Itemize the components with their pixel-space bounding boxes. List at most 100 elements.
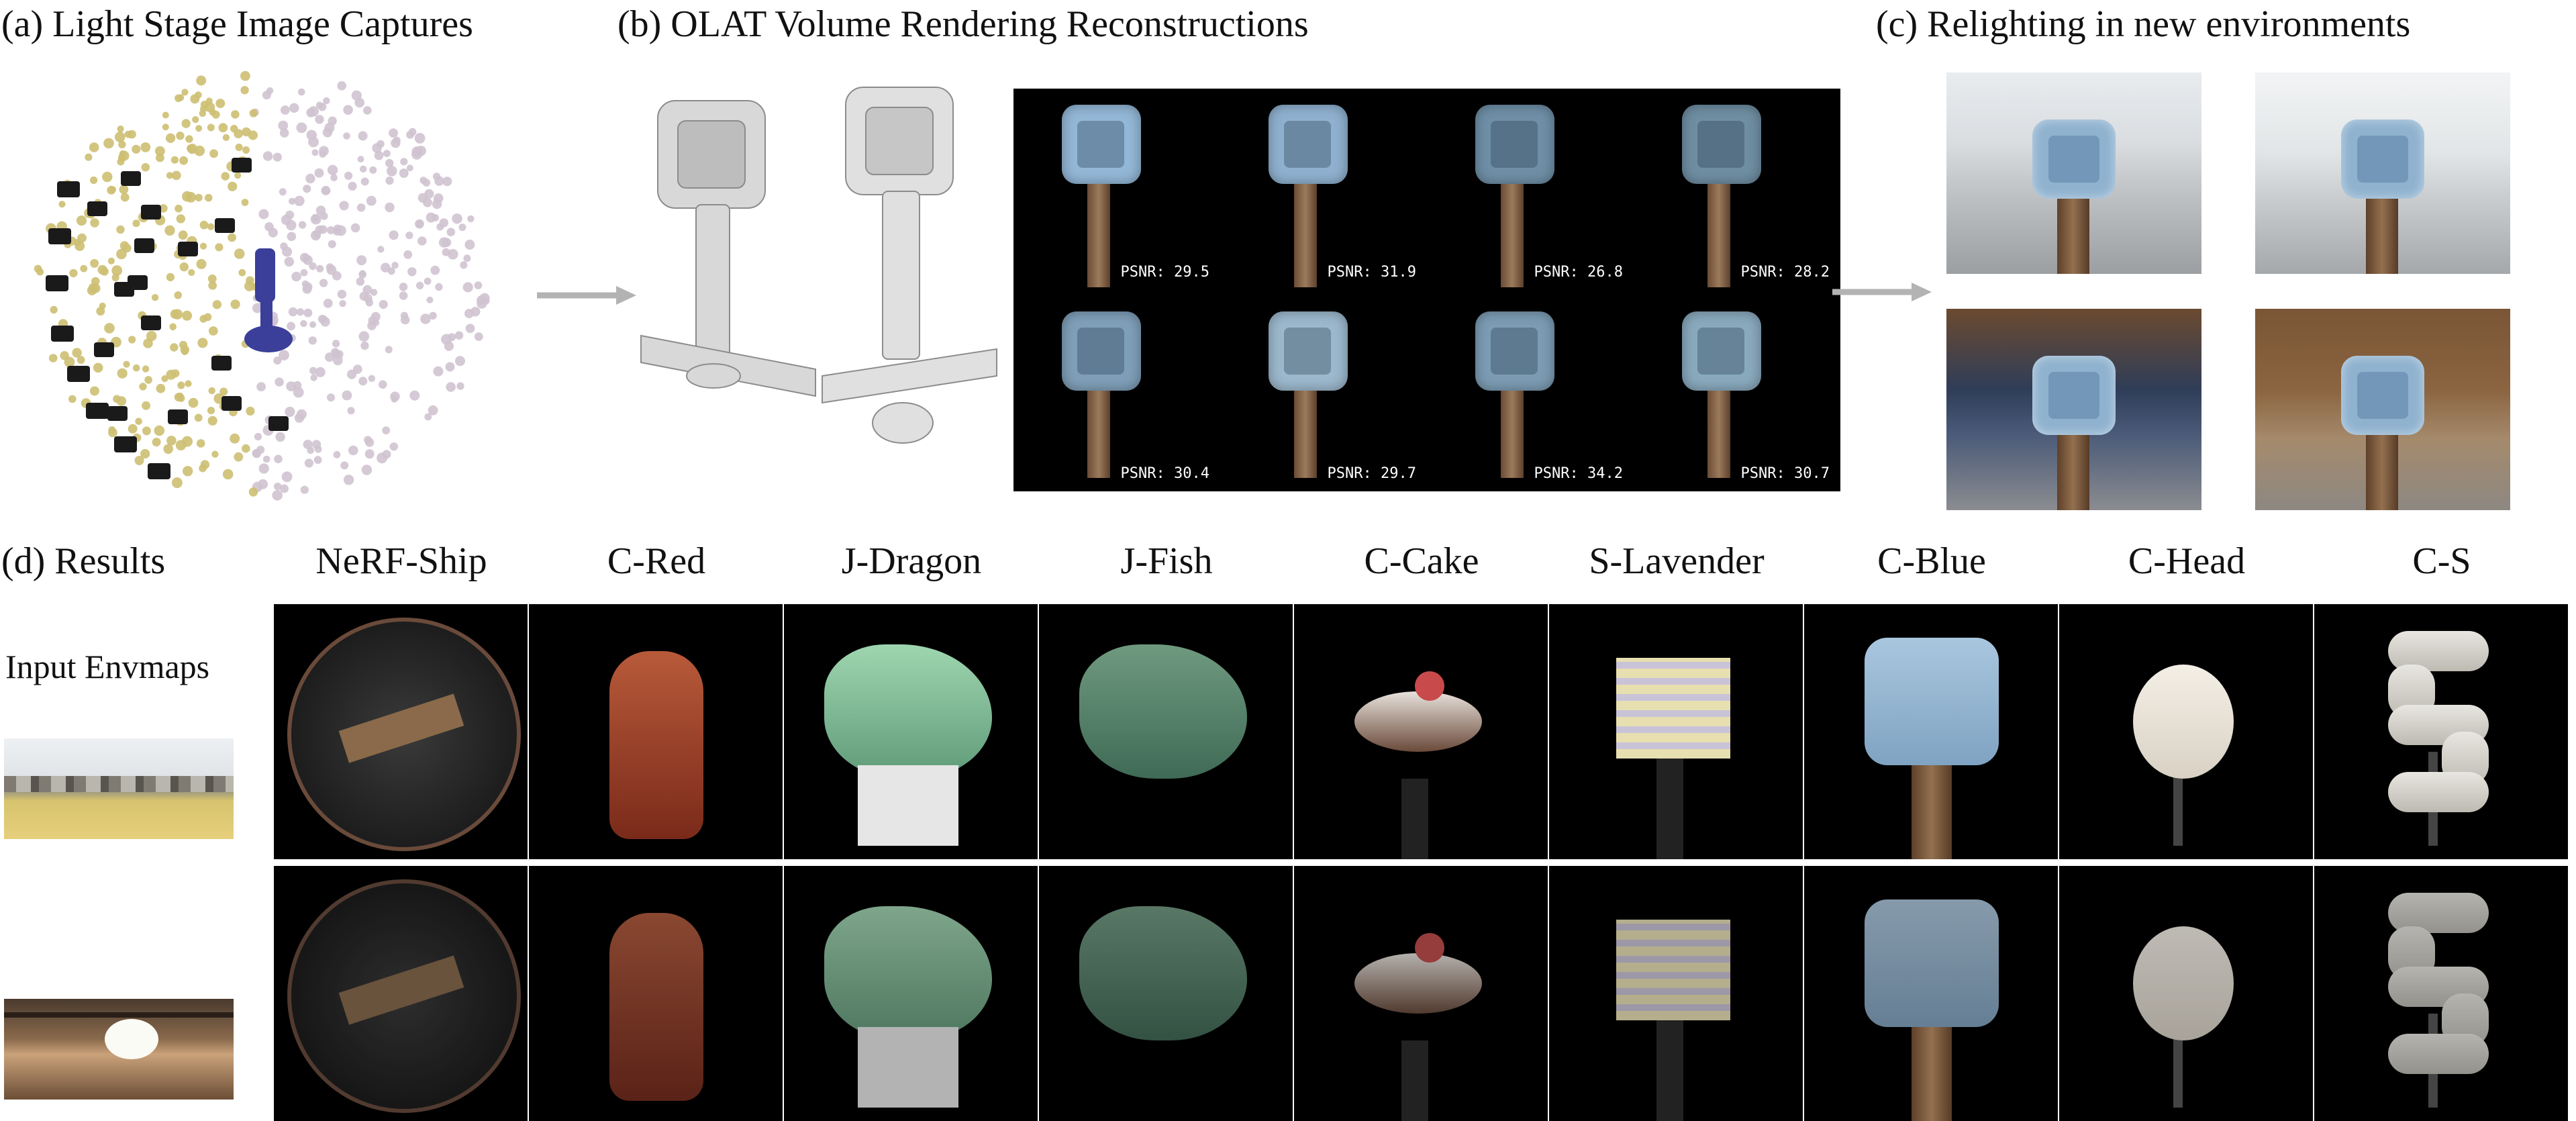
dome-light-dot	[286, 220, 297, 231]
dome-light-dot	[256, 382, 266, 391]
dome-light-dot	[128, 424, 138, 434]
result-render	[1039, 866, 1293, 1121]
dome-light-dot	[407, 267, 417, 277]
dome-light-dot	[474, 332, 483, 341]
dome-light-dot	[240, 70, 250, 81]
dome-light-dot	[207, 223, 215, 230]
dome-light-dot	[399, 283, 408, 291]
dome-light-dot	[358, 271, 366, 279]
dome-light-dot	[296, 308, 304, 316]
dome-light-dot	[347, 407, 355, 415]
dome-light-dot	[366, 195, 377, 206]
mesh-reconstructions	[640, 87, 997, 444]
dome-light-dot	[262, 455, 270, 463]
dome-light-dot	[230, 299, 240, 309]
dome-light-dot	[185, 192, 197, 203]
dome-light-dot	[360, 341, 369, 350]
dome-light-dot	[142, 401, 151, 410]
dome-light-dot	[195, 125, 203, 132]
dome-light-dot	[151, 294, 159, 301]
result-render	[1294, 604, 1548, 859]
dome-light-dot	[317, 315, 327, 324]
dome-light-dot	[211, 110, 220, 119]
dome-light-dot	[91, 277, 100, 286]
dome-light-dot	[266, 87, 274, 95]
result-render	[784, 604, 1038, 859]
dome-light-dot	[409, 390, 420, 401]
dome-light-dot	[348, 181, 357, 191]
dome-light-dot	[332, 271, 342, 281]
dome-light-dot	[391, 262, 399, 269]
dome-light-dot	[209, 149, 218, 158]
dome-light-dot	[358, 131, 368, 141]
dome-light-dot	[242, 444, 250, 453]
result-column-label: C-Head	[2128, 540, 2246, 582]
dome-light-dot	[414, 133, 426, 144]
mesh-right	[822, 87, 997, 444]
dome-light-dot	[140, 448, 150, 459]
dome-light-dot	[123, 360, 130, 368]
dome-light-dot	[174, 291, 182, 299]
dome-light-dot	[268, 228, 278, 238]
dome-light-dot	[365, 438, 375, 447]
dome-light-dot	[188, 397, 199, 408]
dome-light-dot	[64, 356, 75, 368]
result-render	[1804, 866, 2058, 1121]
dome-light-dot	[385, 158, 394, 168]
dome-light-dot	[228, 233, 236, 242]
result-render	[1294, 866, 1548, 1121]
dome-light-dot	[302, 284, 312, 294]
dome-light-dot	[272, 490, 283, 501]
dome-light-dot	[309, 321, 317, 328]
dome-light-dot	[470, 307, 481, 317]
dome-light-dot	[399, 291, 408, 300]
mesh-left	[640, 100, 816, 397]
dome-light-dot	[89, 142, 99, 152]
dome-light-dot	[288, 307, 298, 317]
dome-light-dot	[358, 331, 370, 342]
dome-light-dot	[304, 458, 313, 468]
dome-light-dot	[199, 242, 207, 250]
result-render	[1804, 604, 2058, 859]
dome-light-dot	[178, 230, 188, 240]
dome-light-dot	[199, 220, 209, 230]
dome-light-dot	[164, 225, 175, 236]
dome-light-dot	[152, 438, 161, 447]
dome-light-dot	[389, 128, 398, 138]
dome-light-dot	[240, 86, 249, 95]
dome-light-dot	[100, 267, 109, 276]
arrow-b-to-c	[1832, 283, 1932, 301]
dome-light-dot	[435, 283, 443, 291]
dome-light-dot	[141, 162, 150, 172]
dome-light-dot	[327, 393, 335, 402]
psnr-label: PSNR: 31.9	[1327, 264, 1416, 281]
dome-light-dot	[308, 336, 317, 345]
dome-light-dot	[429, 311, 437, 320]
dome-light-dot	[385, 202, 395, 213]
dome-light-dot	[116, 396, 127, 406]
dome-light-dot	[179, 156, 189, 165]
dome-light-dot	[119, 150, 126, 157]
dome-light-dot	[207, 407, 215, 415]
dome-light-dot	[275, 377, 284, 387]
dome-light-dot	[234, 452, 244, 462]
dome-light-dot	[144, 376, 152, 384]
dome-light-dot	[370, 289, 378, 296]
dome-light-dot	[315, 205, 326, 215]
result-render	[274, 604, 528, 859]
dome-light-dot	[207, 416, 217, 426]
dome-light-dot	[379, 380, 387, 389]
dome-light-dot	[111, 265, 123, 276]
dome-light-dot	[91, 283, 101, 293]
dome-light-dot	[135, 418, 142, 425]
dome-light-dot	[211, 450, 219, 458]
dome-light-dot	[218, 123, 228, 133]
dome-light-dot	[234, 172, 242, 179]
dome-light-dot	[196, 258, 207, 269]
result-render	[1549, 866, 1803, 1121]
dome-light-dot	[393, 136, 401, 144]
dome-light-dot	[360, 177, 369, 186]
dome-light-dot	[365, 299, 373, 307]
result-column-label: C-Cake	[1364, 540, 1479, 582]
dome-light-dot	[77, 356, 85, 364]
